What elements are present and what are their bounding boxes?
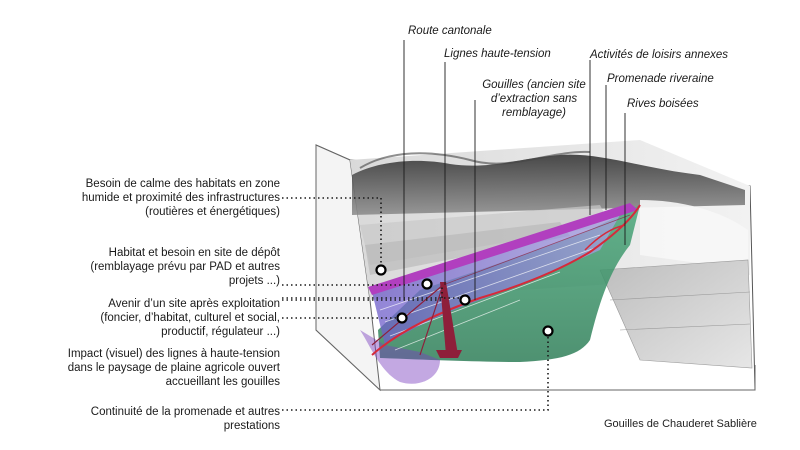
point-markers: [375, 264, 554, 337]
promenade-line: [371, 204, 641, 356]
power-pylon: [371, 214, 631, 358]
marker-calme: [375, 264, 387, 276]
label-lignes-haute-tension: Lignes haute-tension: [444, 48, 551, 60]
label-besoin-calme: Besoin de calme des habitats en zone hum…: [81, 178, 280, 218]
landscape-background: [350, 140, 753, 369]
marker-gouilles: [459, 294, 471, 306]
label-gouilles: Gouilles (ancien site d’extraction sans …: [482, 79, 586, 119]
label-habitat-depot: Habitat et besoin en site de dépôt (remb…: [90, 247, 280, 287]
marker-continuite: [542, 325, 554, 337]
top-leader-lines: [403, 40, 626, 300]
label-avenir-site: Avenir d’un site après exploitation (fon…: [100, 298, 280, 338]
label-rives-boisees: Rives boisées: [627, 98, 699, 110]
left-leader-lines: [282, 197, 549, 411]
marker-depot: [421, 278, 433, 290]
label-promenade-riveraine: Promenade riveraine: [607, 73, 714, 85]
road-cantonale: [368, 203, 638, 295]
label-activites-loisirs: Activités de loisirs annexes: [590, 49, 729, 61]
marker-avenir: [396, 312, 408, 324]
label-continuite-promenade: Continuité de la promenade et autres pre…: [90, 406, 280, 432]
label-impact-lignes: Impact (visuel) des lignes à haute-tensi…: [67, 348, 280, 388]
figure-caption: Gouilles de Chauderet Sablière: [604, 418, 757, 430]
label-route-cantonale: Route cantonale: [408, 25, 492, 37]
